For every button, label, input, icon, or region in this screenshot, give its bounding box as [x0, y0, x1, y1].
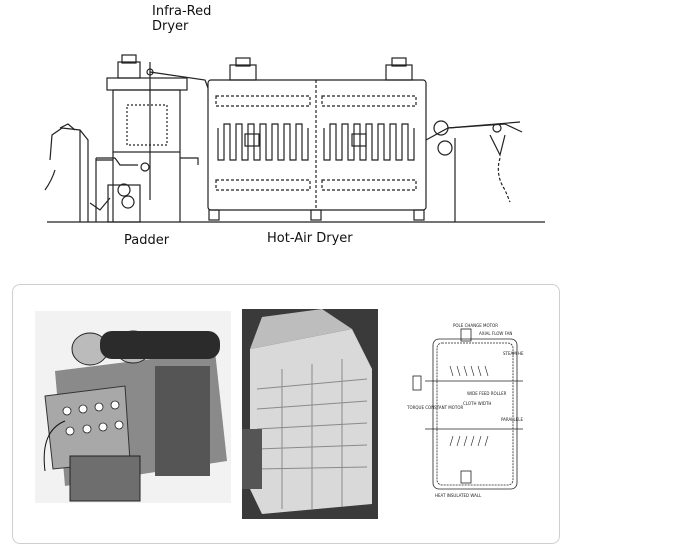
hot-air-dryer-machine — [207, 57, 427, 221]
torque-constant-motor-label: TORQUE CONSTANT MOTOR — [406, 405, 463, 410]
heat-insulated-wall-label: HEAT INSULATED WALL — [435, 493, 482, 498]
parallele-label: PARALLELE — [501, 417, 523, 422]
cloth-width-label: CLOTH WIDTH — [463, 401, 491, 406]
padder-label: Padder — [124, 233, 170, 248]
pole-change-motor-label: POLE CHANGE MOTOR — [453, 323, 498, 328]
infra-red-dryer-machine — [96, 54, 209, 222]
photo-panel: POLE CHANGE MOTOR AXIAL FLOW FAN STEAM H… — [12, 284, 560, 544]
entry-frame — [44, 123, 89, 222]
axial-flow-fan-label: AXIAL FLOW FAN — [479, 331, 512, 336]
cross-section-schematic: POLE CHANGE MOTOR AXIAL FLOW FAN STEAM H… — [406, 323, 524, 498]
process-line-diagram — [44, 54, 545, 223]
exit-rollers — [425, 120, 523, 222]
hot-air-dryer-label: Hot-Air Dryer — [267, 231, 353, 246]
infra-red-dryer-label: Infra-Red Dryer — [152, 4, 212, 34]
padder-machine — [89, 157, 141, 223]
hot-air-dryer-photo — [242, 309, 378, 519]
wide-feed-roller-label: WIDE FEED ROLLER — [467, 391, 507, 396]
steam-hx-label: STEAM HE — [503, 351, 524, 356]
padder-photo — [35, 311, 231, 503]
